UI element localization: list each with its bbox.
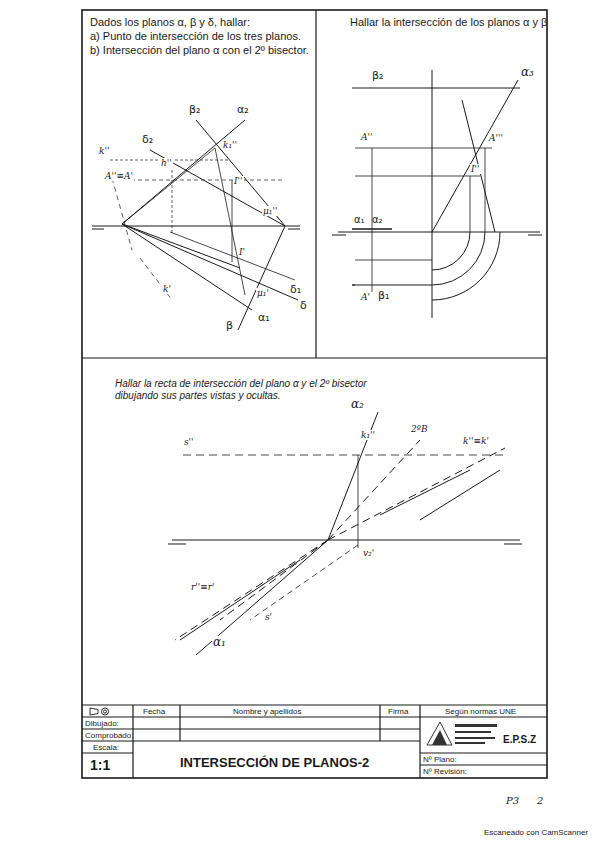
- point-label: μ₁'': [262, 206, 278, 216]
- point-label: k₁'': [222, 140, 238, 150]
- sheet-title: INTERSECCIÓN DE PLANOS-2: [180, 756, 369, 771]
- frame: [82, 10, 547, 778]
- point-label: α₂: [237, 104, 249, 117]
- point-label: δ₁: [290, 284, 301, 297]
- panel2-drawing: [332, 70, 542, 318]
- title-block-cell: Comprobado:: [85, 731, 133, 740]
- point-label: h'': [160, 158, 173, 168]
- point-label: β: [226, 320, 233, 333]
- point-label: 2: [536, 795, 544, 807]
- title-block-cell: Nº Revisión:: [423, 767, 467, 776]
- point-label: α₁: [212, 636, 227, 650]
- point-label: A'': [360, 132, 373, 142]
- instruction-text: b) Intersección del plano α con el 2º bi…: [90, 44, 309, 57]
- title-block-cell: E.P.S.Z: [503, 734, 536, 746]
- point-label: α₂: [372, 214, 383, 226]
- point-label: δ₂: [142, 134, 153, 147]
- point-label: α₂: [350, 398, 365, 412]
- point-label: I': [238, 247, 246, 257]
- point-label: k₁'': [360, 430, 376, 440]
- point-label: α₁: [258, 312, 270, 325]
- title-block-cell: Escala:: [93, 743, 119, 752]
- instruction-text: Hallar la intersección de los planos α y…: [350, 16, 547, 29]
- point-label: β₂: [372, 70, 383, 83]
- panel3-drawing: [168, 412, 522, 655]
- point-label: β₁: [378, 290, 389, 303]
- title-block-cell: Dibujado:: [85, 719, 119, 728]
- panel1-drawing: [92, 120, 300, 330]
- point-label: β₂: [189, 104, 200, 117]
- instruction-text: Dados los planos α, β y δ, hallar:: [90, 16, 250, 29]
- point-label: μ₁': [256, 288, 270, 298]
- point-label: k'': [98, 146, 110, 156]
- point-label: I'': [470, 164, 481, 174]
- point-label: s': [264, 612, 273, 622]
- title-block-cell: Nº Plano:: [423, 755, 457, 764]
- point-label: k': [162, 284, 172, 294]
- point-label: r''≡r': [190, 582, 216, 592]
- point-label: A''≡A': [104, 171, 134, 181]
- point-label: I'': [233, 176, 244, 186]
- instruction-text: a) Punto de intersección de los tres pla…: [90, 30, 301, 43]
- title-block-cell: Fecha: [143, 707, 165, 716]
- point-label: P3: [505, 795, 520, 807]
- point-label: α₁: [354, 214, 365, 226]
- point-label: A''': [488, 133, 504, 143]
- instruction-text: Hallar la recta de intersección del plan…: [115, 378, 385, 401]
- title-block-cell: Firma: [388, 707, 408, 716]
- point-label: δ: [300, 300, 307, 313]
- title-block-cell: 1:1: [90, 757, 110, 773]
- point-label: v₂': [362, 548, 375, 558]
- point-label: s'': [183, 437, 195, 447]
- instruction-text: Escaneado con CamScanner: [484, 828, 588, 837]
- point-label: α₃: [520, 66, 535, 80]
- title-block-cell: Nombre y apellidos: [233, 707, 301, 716]
- school-logo: [427, 722, 497, 745]
- point-label: A': [360, 292, 371, 302]
- point-label: 2ºB: [410, 424, 429, 434]
- projection-symbol: [90, 708, 109, 715]
- title-block-cell: Según normas UNE: [445, 707, 516, 716]
- point-label: k''≡k': [462, 436, 490, 446]
